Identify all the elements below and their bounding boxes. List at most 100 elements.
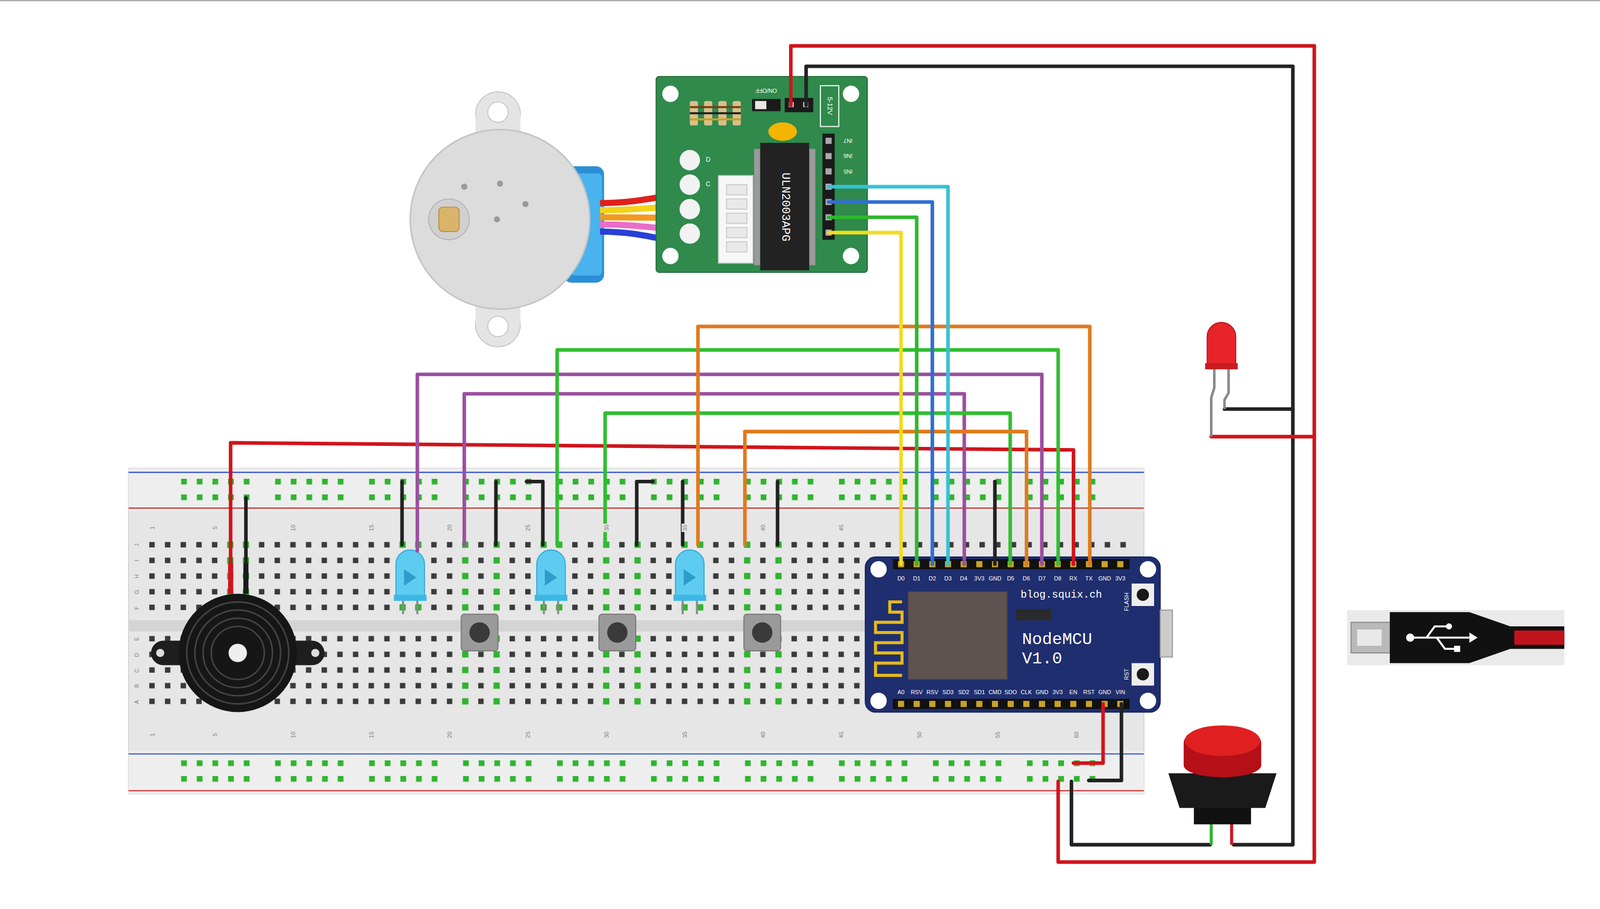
connected-holes-part	[488, 537, 505, 616]
blue-led-part	[534, 594, 568, 601]
push-button	[743, 614, 781, 651]
wires-part	[744, 431, 1027, 564]
usb-cable-part	[1426, 626, 1447, 638]
nodemcu-board-part	[870, 561, 887, 578]
header-pins-part	[944, 700, 952, 708]
breadboard-label: 45	[838, 523, 845, 532]
blue-led	[673, 549, 707, 614]
breadboard-label: 55	[994, 730, 1001, 739]
breadboard-label: 50	[916, 730, 923, 739]
usb-cable-part	[1389, 612, 1565, 664]
breadboard-part	[128, 750, 1145, 794]
blue-led	[393, 549, 427, 614]
breadboard-label: 45	[838, 730, 845, 739]
driver-board-part	[726, 241, 747, 253]
usb-cable-part	[1436, 637, 1456, 650]
driver-board-part	[718, 175, 754, 263]
wires-part	[914, 556, 919, 565]
header-pins-part	[898, 700, 905, 708]
breadboard-label: 40	[759, 730, 767, 739]
usb-cable-part	[1405, 633, 1415, 642]
piezo-buzzer-part	[228, 643, 247, 662]
pin-label: D0	[897, 575, 905, 582]
blue-led-part	[675, 549, 705, 598]
header-pins-part	[991, 700, 999, 708]
breadboard-label: 20	[446, 523, 453, 532]
pin-label: SD1	[973, 688, 985, 696]
driver-board-part	[689, 112, 742, 115]
nodemcu-board	[865, 556, 1173, 712]
piezo-buzzer-part	[178, 594, 297, 713]
breadboard-label: 60	[1073, 730, 1080, 739]
board-text: C	[706, 181, 711, 189]
driver-board-part	[842, 247, 859, 264]
wires-part	[930, 556, 935, 565]
driver-board-part	[784, 98, 814, 113]
wires-part	[1211, 434, 1315, 439]
driver-board-part	[679, 198, 700, 220]
driver-board-part	[760, 142, 810, 271]
usb-cable	[1347, 610, 1565, 666]
piezo-buzzer-part	[227, 563, 234, 595]
wires-part	[1224, 407, 1293, 411]
breadboard-label: 35	[681, 523, 688, 532]
pin-label: FLASH	[1123, 592, 1130, 612]
driver-board-part	[825, 137, 832, 144]
pin-label: A0	[897, 688, 905, 696]
driver-board-part	[726, 184, 747, 196]
breadboard-part	[176, 473, 1117, 505]
usb-cable-part	[1356, 629, 1382, 646]
pin-label: GND	[1098, 688, 1111, 696]
nodemcu-board-part	[892, 698, 1130, 710]
wires-part	[493, 481, 498, 545]
header-pins-part	[1085, 700, 1093, 708]
red-led-part	[1211, 367, 1215, 437]
connected-holes-part	[598, 537, 614, 616]
driver-board-part	[656, 76, 868, 273]
breadboard-label: 25	[524, 523, 531, 532]
stepper-motor-part	[410, 129, 590, 309]
pin-label: D5	[1007, 575, 1015, 582]
wires-part	[244, 498, 248, 564]
header-pins-part	[1007, 700, 1014, 708]
usb-cable-part	[1514, 630, 1565, 645]
nodemcu-board-part	[1140, 692, 1157, 709]
connected-holes-part	[770, 537, 787, 616]
breadboard-label: I	[133, 559, 140, 563]
wires-part	[1088, 704, 1122, 781]
driver-board-part	[755, 101, 767, 110]
header-pins-part	[1070, 700, 1077, 708]
piezo-buzzer-part	[186, 601, 289, 705]
wires-part	[776, 481, 780, 545]
driver-board-part	[842, 85, 859, 102]
usb-cable-part	[1469, 632, 1478, 644]
stepper-motor-part	[438, 207, 459, 232]
breadboard-label: 1	[148, 732, 155, 738]
breadboard-label: C	[133, 667, 140, 674]
push-button-part	[469, 622, 490, 643]
wires-part	[400, 481, 404, 545]
pin-label: RSV	[910, 688, 923, 696]
nodemcu-board-part	[865, 556, 1160, 712]
driver-board-part	[689, 105, 742, 108]
header-pins-part	[1038, 700, 1046, 708]
breadboard-part	[128, 468, 1145, 794]
signal-wire	[867, 217, 917, 557]
piezo-buzzer-part	[211, 626, 265, 680]
driver-board	[656, 76, 868, 273]
push-button-part	[752, 622, 773, 643]
breadboard-label: 10	[289, 523, 297, 532]
nodemcu-board-part	[875, 601, 903, 676]
header-pins-part	[1101, 561, 1108, 568]
driver-board-part	[825, 168, 832, 175]
stepper-motor-part	[522, 200, 529, 208]
breadboard-label: 25	[524, 730, 531, 739]
wires-part	[828, 231, 868, 235]
pin-label: GND	[988, 575, 1002, 582]
pin-label: CLK	[1020, 688, 1032, 696]
wires-part	[828, 200, 868, 204]
